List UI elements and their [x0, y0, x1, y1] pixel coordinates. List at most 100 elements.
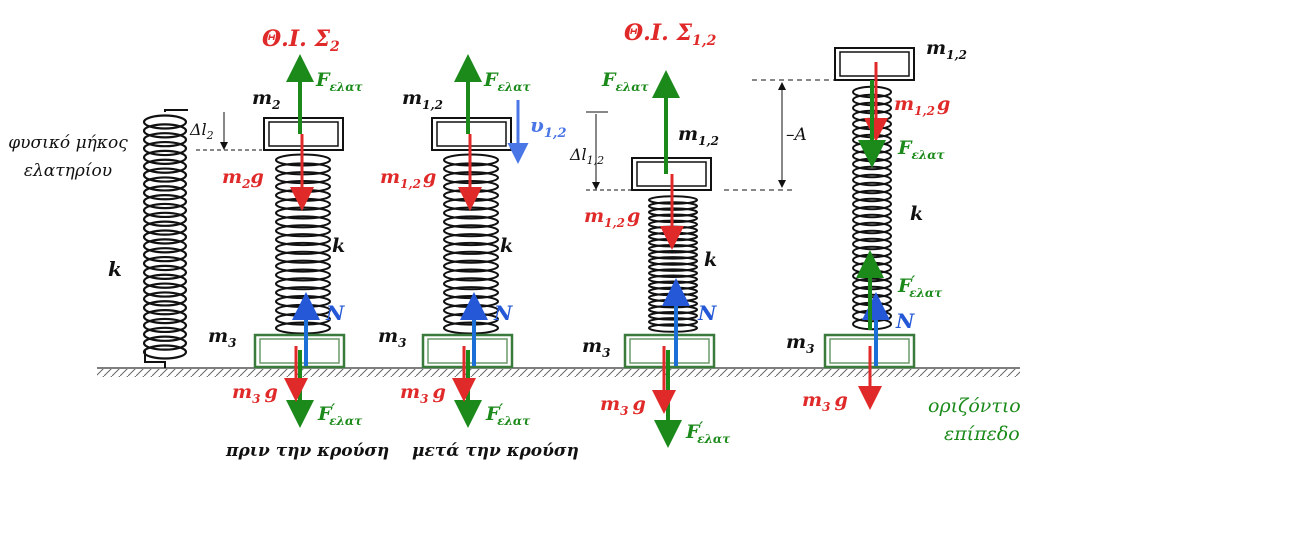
ground-label-line2: επίπεδο	[944, 423, 1020, 445]
spring-coil	[852, 189, 892, 203]
label-k-2: k	[500, 235, 513, 257]
label-m2: m2	[252, 87, 280, 112]
label-F-elat-prime-2: F′ελατ	[485, 402, 531, 428]
label-m3-4: m3	[786, 331, 814, 356]
spring-coil	[852, 229, 892, 243]
label-F-elat-3: Fελατ	[601, 69, 649, 94]
delta-l2-sub: 2	[206, 129, 214, 142]
spring-coil	[648, 317, 698, 327]
label-N-4: N	[895, 309, 915, 333]
spring-coil	[142, 149, 188, 165]
spring-coil	[142, 344, 188, 360]
spring-coil	[443, 215, 499, 229]
spring-coil	[142, 317, 188, 334]
spring-coil	[142, 247, 188, 263]
spring-coil	[142, 282, 188, 298]
spring-coil	[443, 250, 499, 264]
spring-coil	[852, 221, 892, 235]
spring-coil	[852, 213, 892, 227]
spring-coil	[443, 224, 499, 238]
spring-coil	[142, 194, 188, 210]
title-sigma12: Θ.Ι. Σ1,2	[624, 20, 717, 49]
label-m12-2: m1,2	[402, 87, 443, 112]
spring-coil	[142, 300, 188, 316]
spring-coil	[142, 114, 188, 130]
spring-coil	[275, 215, 331, 229]
label-F-elat-prime-3: F′ελατ	[685, 420, 731, 446]
spring-coil	[142, 211, 188, 227]
label-m3-1: m3	[208, 325, 236, 350]
spring-coil	[142, 140, 188, 157]
spring-coil	[142, 291, 188, 307]
label-F-elat-4: Fελατ	[897, 137, 945, 162]
natural-length-label-line1: φυσικό μήκος	[8, 133, 128, 153]
spring-coil	[142, 335, 188, 351]
spring-coil	[275, 250, 331, 264]
spring-coil	[275, 224, 331, 238]
spring-coil	[142, 176, 188, 192]
spring-coil	[142, 264, 188, 280]
label-F-elat-prime-1: F′ελατ	[317, 402, 363, 428]
spring-coil	[142, 309, 188, 325]
delta-l2-marker: Δl2	[189, 112, 262, 151]
label-delta-l12: Δl1,2	[569, 145, 604, 167]
svg-text:Δl2: Δl2	[189, 120, 214, 142]
label-v12: υ1,2	[530, 113, 567, 141]
ground-label-line1: οριζόντιο	[928, 395, 1021, 417]
label-F-elat-1: Fελατ	[315, 69, 363, 94]
label-m3-3: m3	[582, 335, 610, 360]
natural-length-spring	[142, 109, 188, 368]
spring-coil	[648, 256, 698, 266]
label-m3-2: m3	[378, 325, 406, 350]
spring-coil	[142, 202, 188, 219]
caption-before-collision: πριν την κρούση	[225, 441, 389, 461]
label-F-elat-prime-4: F′ελατ	[897, 274, 943, 300]
spring-coil	[852, 173, 892, 187]
spring-coil	[275, 268, 331, 282]
spring-coil	[142, 220, 188, 236]
spring-coil	[142, 132, 188, 148]
spring-coil	[142, 326, 188, 342]
spring-coil	[142, 185, 188, 201]
spring-coil	[648, 250, 698, 260]
spring-coil	[275, 233, 331, 247]
spring-coil	[852, 205, 892, 219]
spring-coil	[275, 241, 331, 255]
spring-coil	[648, 268, 698, 278]
label-F-elat-2: Fελατ	[483, 69, 531, 94]
spring-coil	[142, 255, 188, 272]
spring-coil	[275, 321, 331, 335]
caption-after-collision: μετά την κρούση	[412, 441, 579, 461]
label-N-1: N	[325, 301, 345, 325]
label-k-4: k	[910, 203, 923, 225]
spring-coil	[443, 241, 499, 255]
spring-coil	[648, 262, 698, 272]
spring-coil	[443, 268, 499, 282]
spring-coil	[443, 233, 499, 247]
spring-coil	[443, 259, 499, 273]
spring-coil	[142, 273, 188, 289]
natural-length-label: φυσικό μήκος ελατηρίου	[8, 133, 128, 181]
spring-coil	[443, 321, 499, 335]
spring-coil	[142, 238, 188, 254]
spring-coil	[142, 167, 188, 183]
spring-coil	[648, 311, 698, 321]
spring-coil	[852, 197, 892, 211]
spring-coil	[142, 123, 188, 139]
label-m12-4: m1,2	[926, 37, 967, 62]
spring-coil	[648, 323, 698, 333]
natural-spring-k-label: k	[108, 257, 122, 281]
